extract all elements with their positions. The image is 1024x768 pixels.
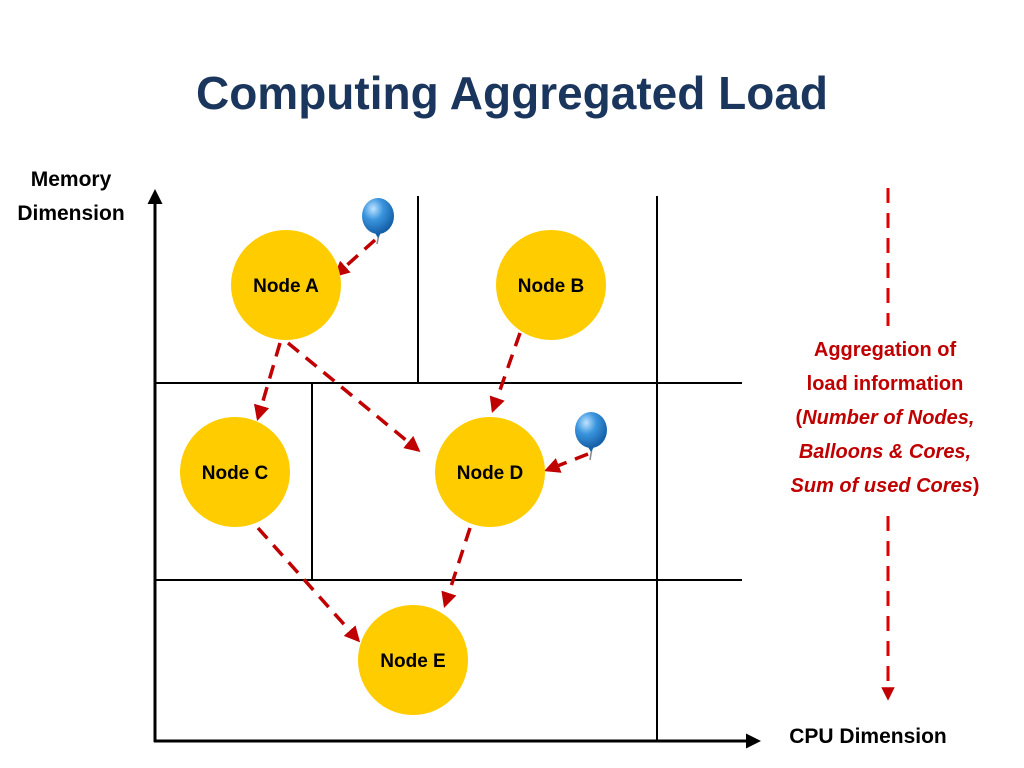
node-a: Node A [231, 230, 341, 340]
node-d-label: Node D [457, 463, 524, 484]
cpu-dimension-label: CPU Dimension [789, 725, 947, 748]
aggregation-line-5: Sum of used Cores) [760, 469, 1010, 503]
aggregation-detail-2: Balloons & Cores, [798, 441, 972, 463]
arrow-a-to-d [286, 341, 421, 453]
node-a-label: Node A [253, 276, 319, 297]
aggregation-line-1: Aggregation of [813, 339, 957, 361]
aggregation-line-2: load information [806, 373, 964, 395]
node-e-label: Node E [380, 651, 445, 672]
node-b: Node B [496, 230, 606, 340]
arrow-balloon-to-node-a [333, 238, 377, 278]
close-paren: ) [972, 475, 980, 497]
partition-grid [155, 196, 742, 741]
node-c-label: Node C [202, 463, 269, 484]
node-b-label: Node B [518, 276, 585, 297]
aggregation-note: Aggregation of load information (Number … [760, 333, 1010, 503]
arrow-d-to-e [441, 527, 472, 608]
node-c: Node C [180, 417, 290, 527]
aggregation-detail-1: Number of Nodes, [802, 407, 975, 429]
node-e: Node E [358, 605, 468, 715]
y-label-line-1: Memory [30, 168, 112, 191]
aggregation-line-3: (Number of Nodes, [760, 401, 1010, 435]
y-label-line-2: Dimension [17, 202, 125, 225]
node-d: Node D [435, 417, 545, 527]
balloon-icon [575, 412, 607, 461]
page-title: Computing Aggregated Load [195, 67, 829, 119]
memory-dimension-label: Memory Dimension [6, 163, 136, 231]
open-paren: ( [795, 407, 803, 429]
arrow-c-to-e [256, 526, 361, 643]
balloon-icon [362, 198, 394, 245]
arrow-a-to-c [253, 342, 282, 422]
arrow-balloon-to-node-d [544, 452, 589, 473]
aggregation-detail-3: Sum of used Cores [790, 475, 973, 497]
node-arrows [253, 238, 589, 643]
arrow-b-to-d [489, 332, 522, 413]
